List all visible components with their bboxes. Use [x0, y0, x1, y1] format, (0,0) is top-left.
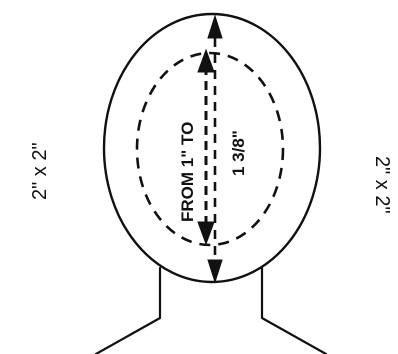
max-height-arrow: [207, 14, 223, 284]
left-neck-line: [94, 266, 162, 354]
min-height-arrow: [197, 48, 215, 246]
right-neck-line: [260, 266, 328, 354]
min-arrow-head-bottom: [197, 221, 215, 246]
photo-size-label-left: 2" x 2": [29, 142, 51, 200]
photo-size-label-right: 2" x 2": [371, 156, 393, 214]
neck-shoulders-outline: [94, 266, 328, 354]
face-dashed-oval: [135, 51, 285, 247]
min-arrow-head-top: [197, 48, 215, 73]
max-arrow-head-top: [207, 14, 223, 39]
max-arrow-head-bottom: [207, 259, 223, 284]
measure-from-label: FROM 1" TO: [178, 122, 197, 222]
measure-to-label: 1 3/8": [229, 130, 248, 176]
